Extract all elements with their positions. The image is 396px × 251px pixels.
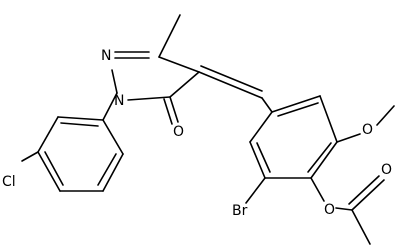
ring-bond-5-inner xyxy=(256,142,271,173)
aryl-bond-6 xyxy=(102,119,124,155)
atom-label-o-methoxy: O xyxy=(362,122,373,138)
aryl-bond-3 xyxy=(37,151,61,192)
ring-bond-5 xyxy=(249,141,266,179)
bond-n1-c5 xyxy=(127,96,171,101)
aryl-bond-1-inner xyxy=(60,122,99,127)
bond-c3-methyl xyxy=(158,14,181,58)
atom-label-cl: Cl xyxy=(2,174,16,190)
bond-c5-o xyxy=(169,96,179,123)
ring-bond-3-inner xyxy=(307,142,332,173)
ring-bond-1-inner xyxy=(277,102,319,117)
bond-acetyl-methyl xyxy=(351,209,371,245)
ring-bond-2 xyxy=(319,95,338,143)
atom-label-o-ester: O xyxy=(324,202,335,218)
atom-label-o-carbonyl: O xyxy=(173,124,184,140)
central-benzene-ring xyxy=(249,95,338,179)
bond-carbonyl-o xyxy=(351,179,385,211)
ring-bond-6 xyxy=(249,111,273,143)
bond-ch-aryl xyxy=(261,97,273,113)
bond-c4-ch xyxy=(198,71,263,99)
bond-o-me xyxy=(376,105,395,126)
bond-n1-n2 xyxy=(111,69,118,94)
aryl-bond-2 xyxy=(37,116,59,153)
bond-n-aryl xyxy=(102,92,118,121)
aryl-bond-1 xyxy=(57,116,104,121)
chlorophenyl-ring xyxy=(21,92,124,192)
bond-carbonyl-o-double xyxy=(348,175,380,205)
bond-c4-ch-double xyxy=(200,65,263,92)
bond-c5-c4 xyxy=(169,71,200,98)
atom-label-n-aryl: N xyxy=(114,93,124,109)
bond-c-ome xyxy=(336,133,361,143)
bond-c3-c4 xyxy=(158,56,200,73)
bond-c-oester xyxy=(310,177,325,202)
acetoxy-group xyxy=(310,175,385,245)
ring-bond-3 xyxy=(310,141,338,179)
bond-aryl-cl xyxy=(21,151,39,162)
ring-bond-1 xyxy=(271,95,321,113)
pyrazolone-ring xyxy=(111,14,200,125)
atom-label-br: Br xyxy=(232,203,248,219)
bond-c-br xyxy=(245,177,266,204)
atom-label-n-top: N xyxy=(101,48,111,64)
methylidene-bridge xyxy=(198,65,273,113)
methoxy-group xyxy=(336,105,395,143)
aryl-bond-5-inner xyxy=(97,153,117,186)
aryl-bond-3-inner xyxy=(44,151,64,186)
bond-c5-o-double xyxy=(163,98,173,125)
aryl-bond-5 xyxy=(102,153,124,192)
atom-label-o-acetyl: O xyxy=(381,162,392,178)
bond-oester-carbonyl xyxy=(335,207,353,211)
